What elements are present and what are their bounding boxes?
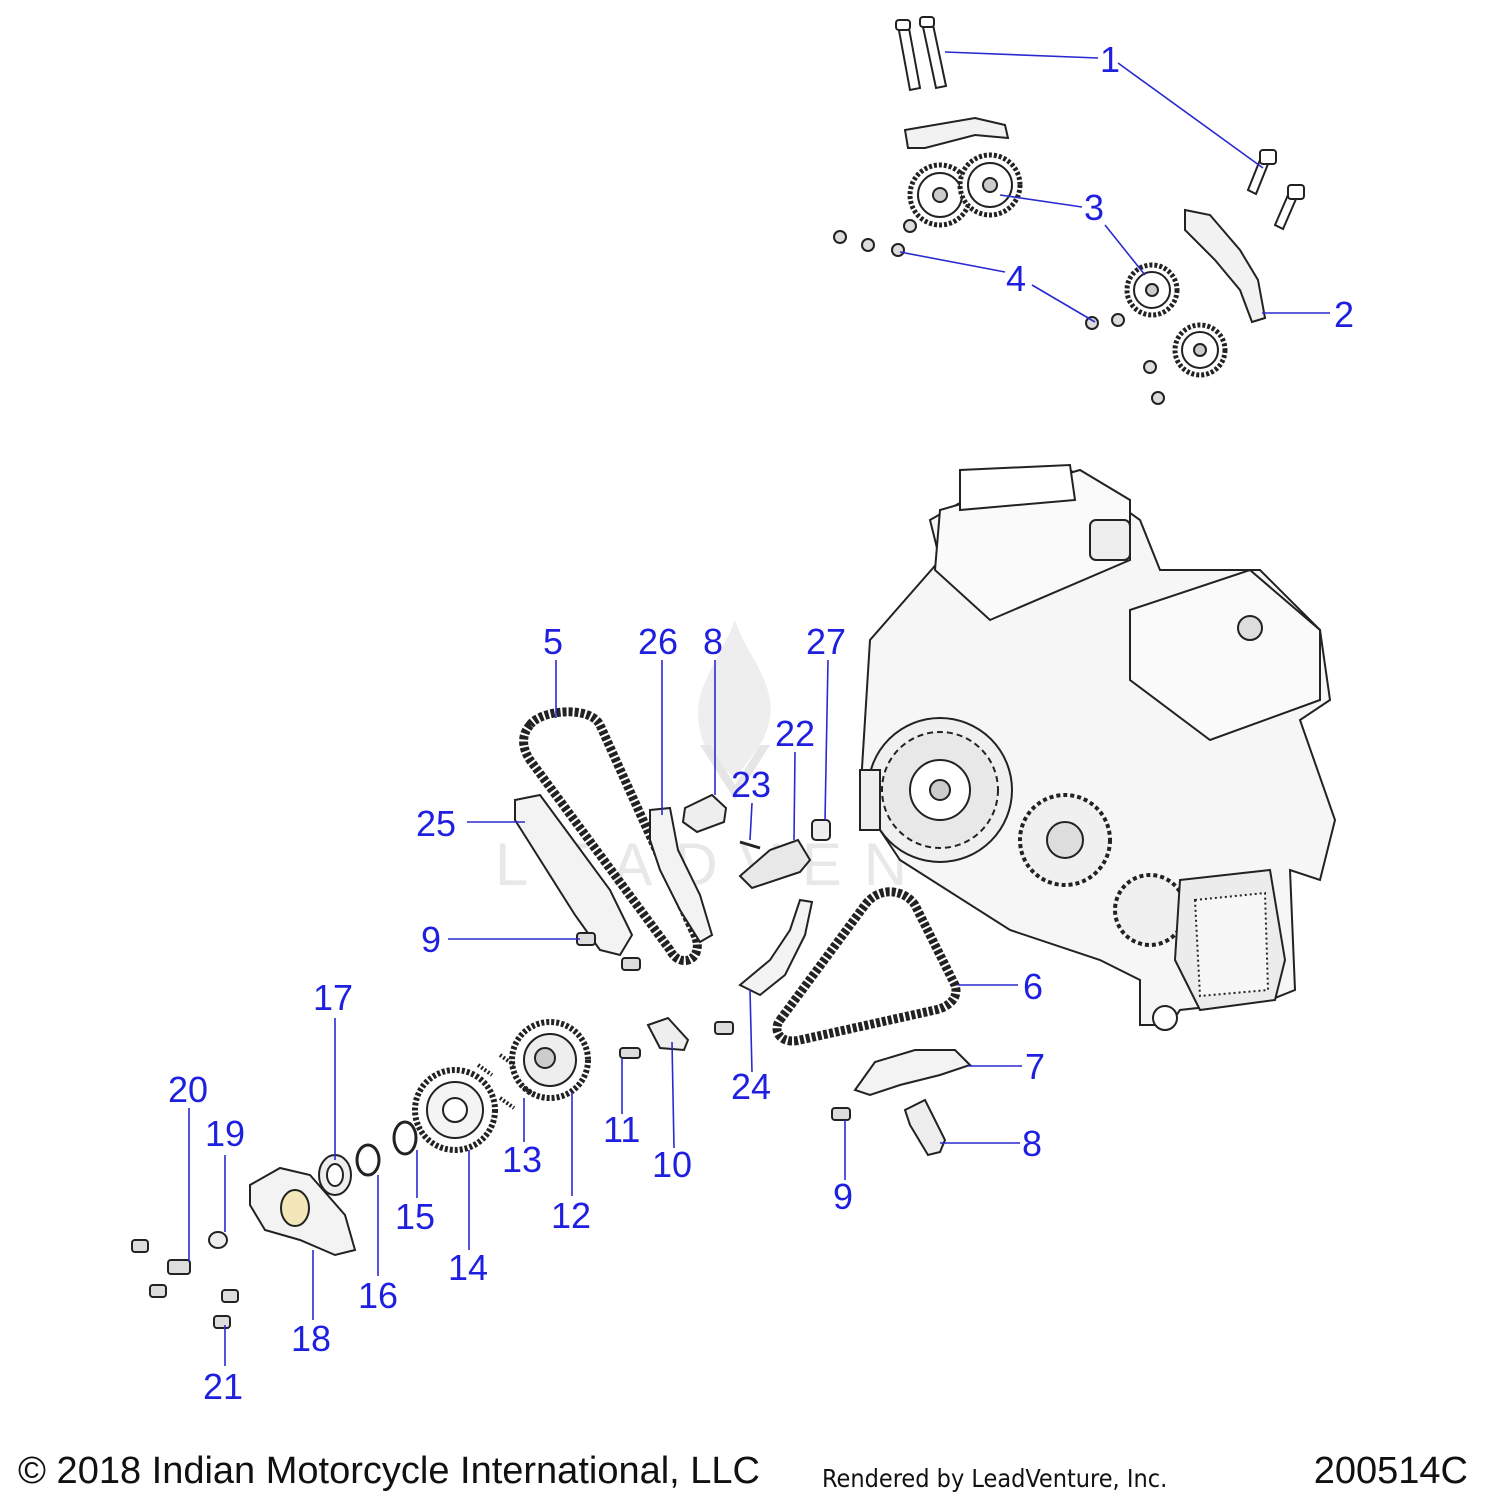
bracket-10 (646, 1016, 690, 1052)
callout-15: 15 (395, 1196, 435, 1237)
leader-lines (188, 51, 1330, 1366)
long-bolt-pair (895, 16, 1305, 231)
callout-19: 19 (205, 1113, 245, 1154)
circlip-16 (355, 1143, 381, 1177)
rendered-by-credit: Rendered by LeadVenture, Inc. (822, 1464, 1168, 1493)
springs-13 (476, 1053, 536, 1110)
callout-7: 7 (1025, 1046, 1045, 1087)
bolts-20 (131, 1239, 191, 1298)
engine-block (858, 463, 1337, 1031)
callout-8b: 8 (1022, 1123, 1042, 1164)
secondary-cam-chain-group (714, 887, 972, 1157)
upper-small-parts (681, 793, 831, 890)
key-23 (739, 840, 761, 850)
callout-3: 3 (1084, 187, 1104, 228)
circlip-15 (392, 1120, 418, 1156)
callout-26: 26 (638, 621, 678, 662)
callout-22: 22 (775, 713, 815, 754)
cam-sprocket-lower-b (1172, 322, 1228, 378)
callout-20: 20 (168, 1069, 208, 1110)
callout-17: 17 (313, 977, 353, 1018)
callout-9a: 9 (421, 919, 441, 960)
callout-21: 21 (203, 1366, 243, 1407)
callout-10: 10 (652, 1144, 692, 1185)
callout-8a: 8 (703, 621, 723, 662)
lower-gear-assembly (131, 1016, 690, 1329)
bolts-21 (213, 1289, 239, 1329)
cam-sprocket-left (907, 162, 973, 228)
callout-13: 13 (502, 1139, 542, 1180)
callout-27: 27 (806, 621, 846, 662)
chain-guide-24 (738, 898, 814, 997)
callout-23: 23 (731, 764, 771, 805)
crank-sprocket-22 (738, 838, 812, 890)
upper-chain-guide (903, 116, 1010, 149)
tensioner-plunger-8b (903, 1098, 947, 1157)
callout-1: 1 (1100, 39, 1120, 80)
primary-cam-chain-group (514, 707, 714, 971)
callout-16: 16 (358, 1275, 398, 1316)
bearing-17 (318, 1154, 352, 1196)
gear-14 (412, 1067, 498, 1153)
washer-19 (208, 1231, 228, 1249)
bushing-27 (811, 819, 831, 841)
callout-14: 14 (448, 1247, 488, 1288)
copyright-notice: © 2018 Indian Motorcycle International, … (18, 1450, 760, 1492)
callout-5: 5 (543, 621, 563, 662)
cam-chain-primary (519, 707, 702, 966)
tensioner-guide-7 (853, 1049, 972, 1097)
callout-12: 12 (551, 1195, 591, 1236)
gear-12 (509, 1019, 591, 1101)
callout-4: 4 (1006, 258, 1026, 299)
callout-9b: 9 (833, 1176, 853, 1217)
callout-18: 18 (291, 1318, 331, 1359)
drawing-number: 200514C (1313, 1450, 1468, 1492)
sprocket-bolts (833, 219, 1165, 405)
chain-guide-25 (514, 793, 634, 957)
bolt-9b (831, 1107, 851, 1121)
tensioner-plunger-8a (681, 793, 728, 834)
cam-chain-secondary (772, 887, 961, 1046)
callout-11: 11 (603, 1109, 640, 1150)
chain-guide-26 (649, 806, 714, 944)
pin-11 (619, 1047, 641, 1059)
upper-cam-assembly (833, 16, 1305, 405)
callout-25: 25 (416, 803, 456, 844)
callout-2: 2 (1334, 294, 1354, 335)
bolt-near-24 (714, 1021, 734, 1035)
callout-labels: 1 2 3 4 5 26 8 27 22 23 25 9 6 7 8 9 24 … (168, 39, 1354, 1407)
callout-24: 24 (731, 1066, 771, 1107)
rear-chain-guide (1184, 208, 1267, 324)
callout-6: 6 (1023, 966, 1043, 1007)
cam-sprocket-right (957, 152, 1023, 218)
cam-sprocket-lower-a (1124, 262, 1180, 318)
